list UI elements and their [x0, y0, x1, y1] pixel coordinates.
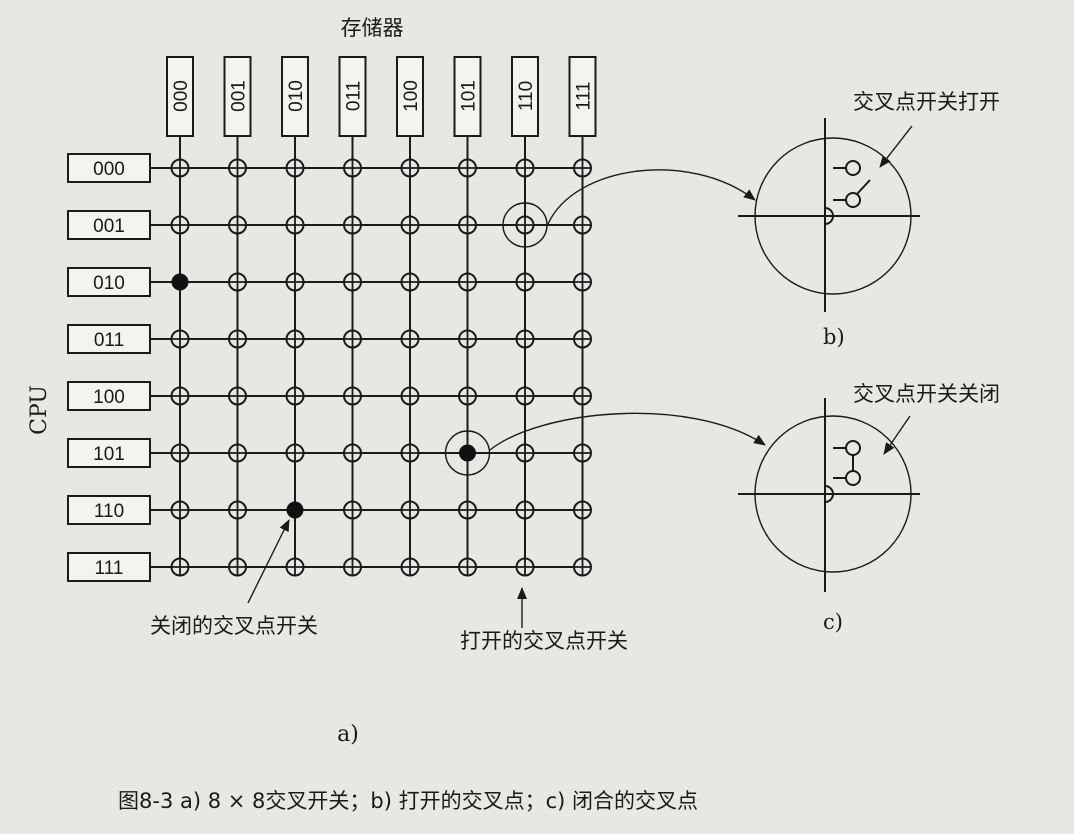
closed-crosspoint-detail: 交叉点开关关闭 c)	[738, 382, 1000, 634]
cpu-box-001	[67, 210, 151, 240]
cpu-box-000	[67, 153, 151, 183]
memory-module-box-111	[568, 56, 597, 137]
crosspoint-closed-101-101	[459, 444, 476, 462]
memory-module-box-010	[281, 56, 309, 137]
cpu-label-110: 110	[94, 501, 124, 522]
memory-module-box-110	[511, 56, 539, 137]
part-c-label: c)	[823, 610, 843, 634]
cpu-box-011	[67, 324, 151, 354]
cpu-label-100: 100	[93, 387, 125, 408]
memory-module-box-101	[453, 56, 482, 137]
memory-module-box-100	[396, 56, 424, 137]
memory-module-box-001	[223, 56, 252, 137]
closed-switch-annotation: 关闭的交叉点开关	[150, 519, 318, 638]
cpu-box-110	[67, 495, 151, 525]
memory-module-label-010: 010	[286, 80, 307, 112]
cpu-label: CPU	[27, 385, 52, 435]
cpu-label-000: 000	[93, 159, 125, 180]
part-b-label: b)	[823, 325, 845, 349]
open-crosspoint-detail: 交叉点开关打开 b)	[738, 90, 1000, 349]
memory-module-box-000	[166, 56, 194, 137]
memory-module-label-001: 001	[229, 80, 250, 112]
memory-module-label-100: 100	[401, 80, 422, 112]
memory-module-box-011	[338, 56, 367, 137]
memory-module-label-111: 111	[574, 82, 595, 111]
closed-switch-label: 关闭的交叉点开关	[150, 614, 318, 638]
open-switch-label: 打开的交叉点开关	[460, 629, 628, 653]
cpu-box-100	[67, 381, 151, 411]
figure-caption: 图8-3 a) 8 × 8交叉开关；b) 打开的交叉点；c) 闭合的交叉点	[118, 789, 698, 813]
cpu-label-001: 001	[93, 216, 125, 237]
crossbar-grid: 000 001 010 011 100 101 110 111 000 001 010 011 100 1…	[67, 56, 597, 582]
cpu-label-010: 010	[93, 273, 125, 294]
cpu-box-111	[67, 552, 151, 582]
cpu-label-111: 111	[95, 558, 124, 579]
cpu-box-101	[67, 438, 151, 468]
cpu-label-011: 011	[94, 330, 124, 351]
crosspoint-closed-010-000	[171, 273, 189, 291]
cpu-label-101: 101	[93, 444, 125, 465]
arrow-to-open-detail	[547, 169, 756, 225]
memory-module-label-101: 101	[459, 80, 480, 112]
memory-module-label-000: 000	[171, 80, 192, 112]
cpu-box-010	[67, 267, 151, 297]
part-c-title: 交叉点开关关闭	[853, 382, 1000, 406]
highlight-ring-101-101	[444, 430, 491, 476]
memory-title: 存储器	[341, 16, 404, 40]
memory-module-label-011: 011	[344, 81, 365, 111]
part-a-label: a)	[337, 722, 359, 747]
crosspoint-closed-110-010	[286, 501, 304, 519]
arrow-to-closed-detail	[489, 412, 766, 451]
open-switch-annotation: 打开的交叉点开关	[460, 587, 628, 653]
memory-module-label-110: 110	[516, 81, 537, 111]
highlight-ring-001-110	[502, 202, 548, 248]
part-b-title: 交叉点开关打开	[853, 90, 1000, 114]
